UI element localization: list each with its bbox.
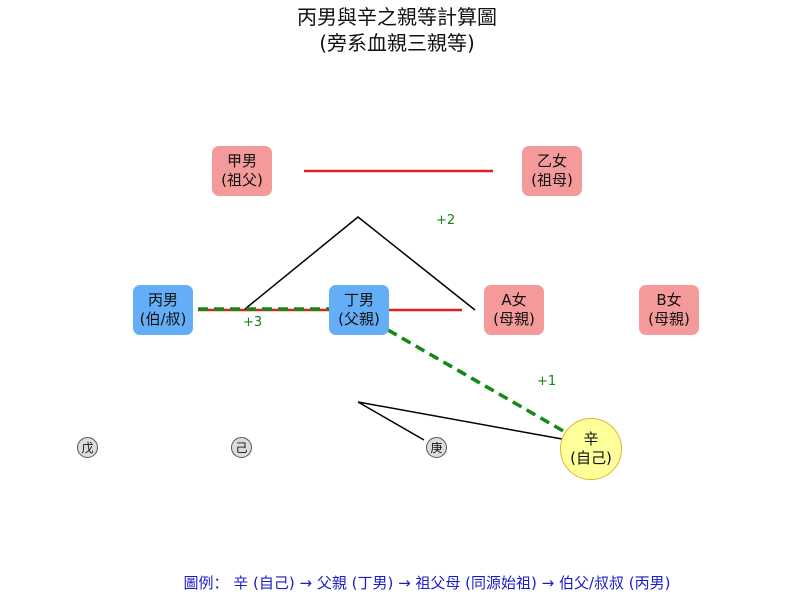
node-role: (伯/叔): [139, 310, 187, 328]
node-b-mother: B女 (母親): [639, 285, 699, 335]
small-node-wu: 戊: [77, 437, 98, 458]
node-name: 丁男: [343, 291, 374, 309]
node-yi-grandmother: 乙女 (祖母): [522, 146, 582, 196]
degree-label-two: +2: [436, 213, 456, 228]
diagram-title: 丙男與辛之親等計算圖: [297, 5, 497, 29]
degree-label-one: +1: [537, 374, 557, 389]
node-role: (祖母): [531, 171, 573, 189]
node-role: (自己): [570, 449, 612, 467]
node-name: A女: [501, 291, 527, 309]
node-role: (祖父): [221, 171, 263, 189]
node-xin-self: 辛 (自己): [560, 418, 622, 480]
node-name: 乙女: [536, 152, 567, 170]
descent-line-parents: [357, 401, 563, 441]
small-node-ji: 己: [231, 437, 252, 458]
node-name: B女: [656, 291, 682, 309]
node-name: 辛: [583, 430, 599, 448]
node-name: 甲男: [226, 152, 257, 170]
node-role: (父親): [338, 310, 380, 328]
node-role: (母親): [493, 310, 535, 328]
descent-line-grandparents: [244, 216, 476, 311]
diagram-subtitle: (旁系血親三親等): [319, 31, 475, 55]
legend: 圖例： 辛 (自己) → 父親 (丁男) → 祖父母 (同源始祖) → 伯父/叔…: [183, 574, 671, 592]
node-role: (母親): [648, 310, 690, 328]
node-bing-uncle: 丙男 (伯/叔): [133, 285, 193, 335]
node-name: 丙男: [147, 291, 178, 309]
node-a-mother: A女 (母親): [484, 285, 544, 335]
degree-label-three: +3: [243, 315, 263, 330]
node-ding-father: 丁男 (父親): [329, 285, 389, 335]
node-jia-grandfather: 甲男 (祖父): [212, 146, 272, 196]
small-node-geng: 庚: [426, 437, 447, 458]
kinship-path-xin: [387, 328, 566, 434]
